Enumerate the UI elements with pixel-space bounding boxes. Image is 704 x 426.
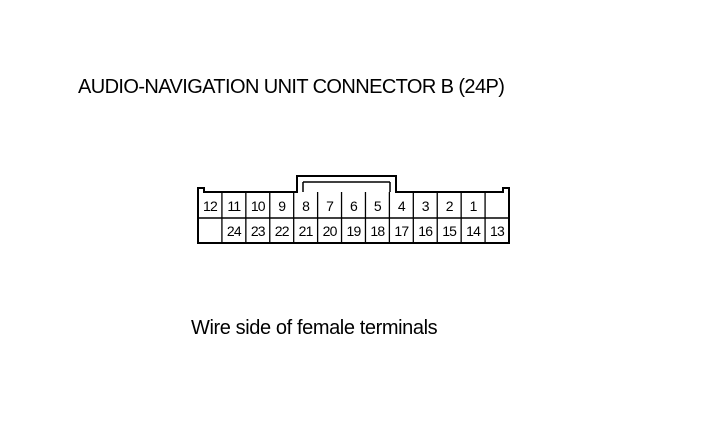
bottom-pin-14: 14 xyxy=(466,223,481,239)
top-pin-6: 6 xyxy=(350,198,358,214)
bottom-pin-13: 13 xyxy=(490,223,505,239)
caption: Wire side of female terminals xyxy=(191,317,438,339)
bottom-pin-24: 24 xyxy=(227,223,242,239)
top-pin-10: 10 xyxy=(251,198,266,214)
top-pin-3: 3 xyxy=(422,198,430,214)
bottom-pin-19: 19 xyxy=(347,223,362,239)
cell-dividers xyxy=(221,192,486,243)
bottom-pin-21: 21 xyxy=(299,223,314,239)
bottom-pin-20: 20 xyxy=(323,223,338,239)
top-pin-7: 7 xyxy=(326,198,334,214)
top-pin-8: 8 xyxy=(302,198,310,214)
bottom-pin-22: 22 xyxy=(275,223,290,239)
bottom-row-pins: 24 23 22 21 20 19 18 17 16 15 14 13 xyxy=(227,223,506,239)
top-pin-2: 2 xyxy=(446,198,454,214)
top-pin-4: 4 xyxy=(398,198,406,214)
top-pin-12: 12 xyxy=(203,198,218,214)
bottom-pin-16: 16 xyxy=(418,223,433,239)
top-pin-11: 11 xyxy=(227,198,241,214)
bottom-pin-18: 18 xyxy=(370,223,385,239)
bottom-pin-17: 17 xyxy=(394,223,409,239)
bottom-pin-15: 15 xyxy=(442,223,457,239)
top-pin-5: 5 xyxy=(374,198,382,214)
bottom-pin-23: 23 xyxy=(251,223,266,239)
top-pin-9: 9 xyxy=(278,198,286,214)
top-pin-1: 1 xyxy=(470,198,478,214)
connector-housing xyxy=(197,175,510,244)
connector-title: AUDIO-NAVIGATION UNIT CONNECTOR B (24P) xyxy=(78,76,505,98)
